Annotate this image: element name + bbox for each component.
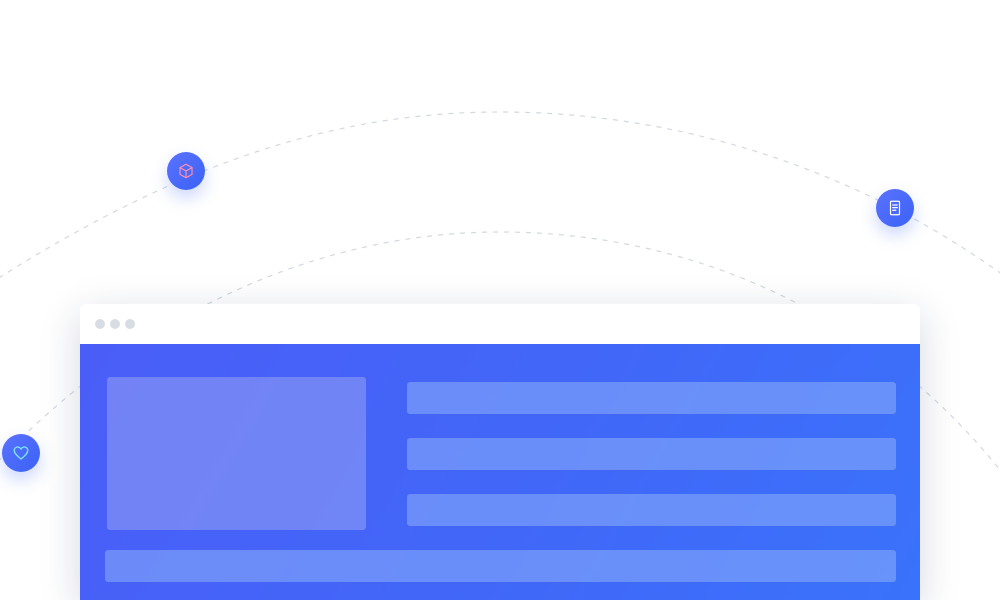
wide-text-line-placeholder [105, 550, 896, 582]
heart-icon [13, 446, 29, 460]
window-control-dot [125, 319, 135, 329]
window-content [80, 344, 920, 600]
window-control-dot [110, 319, 120, 329]
document-icon [889, 200, 901, 216]
image-placeholder [107, 377, 366, 530]
outer-orbit [0, 111, 1000, 278]
heart-icon-badge [2, 434, 40, 472]
text-line-placeholder [407, 438, 896, 470]
text-line-placeholder [407, 494, 896, 526]
browser-window [80, 304, 920, 600]
window-titlebar [80, 304, 920, 344]
document-icon-badge [876, 189, 914, 227]
box-icon-badge [167, 152, 205, 190]
window-control-dot [95, 319, 105, 329]
text-line-placeholder [407, 382, 896, 414]
box-icon [179, 163, 193, 179]
